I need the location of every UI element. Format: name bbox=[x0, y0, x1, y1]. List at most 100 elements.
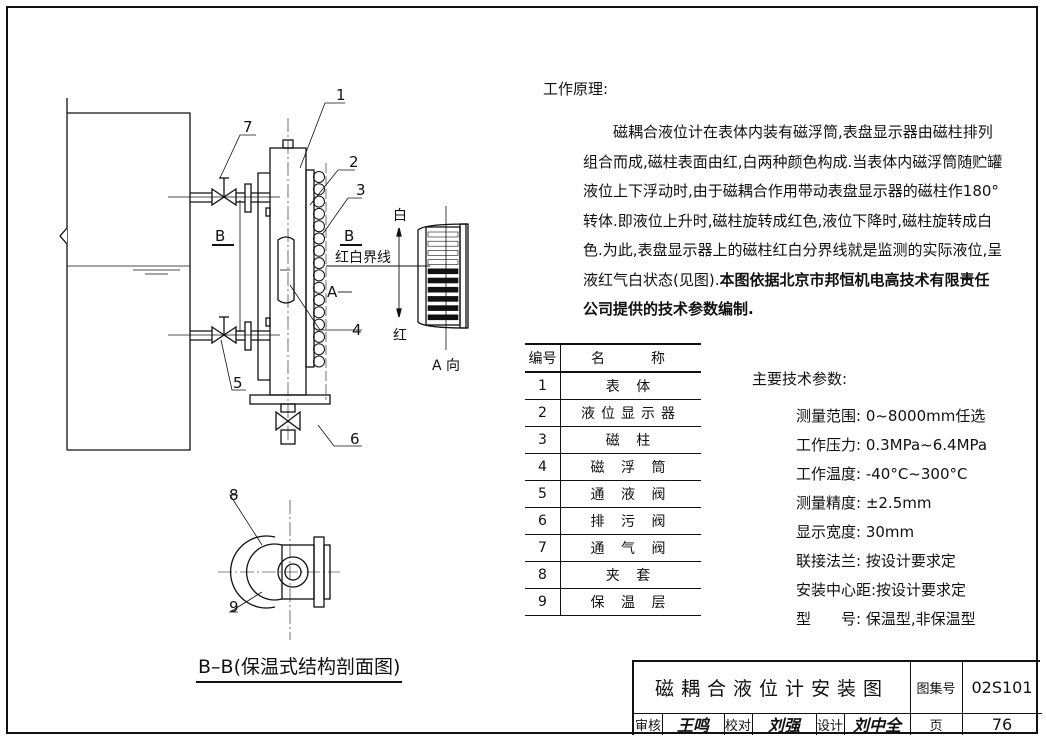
part-name: 保 温 层 bbox=[560, 588, 701, 616]
lower-pipe bbox=[168, 316, 280, 351]
magnet-ball bbox=[313, 294, 325, 306]
header-name: 名 称 bbox=[560, 343, 701, 373]
part-number: 4 bbox=[525, 453, 561, 481]
design-signature: 刘中全 bbox=[844, 713, 911, 735]
section-title: B–B(保温式结构剖面图) bbox=[196, 652, 403, 683]
magnet-ball bbox=[313, 207, 325, 220]
view-a-label: A 向 bbox=[432, 358, 460, 374]
param-item: 型 号: 保温型,非保温型 bbox=[796, 610, 976, 628]
magnet-ball bbox=[313, 306, 325, 319]
red-bar bbox=[427, 286, 459, 293]
magnet-ball bbox=[313, 195, 325, 208]
principle-title: 工作原理: bbox=[543, 80, 609, 98]
white-bar bbox=[427, 250, 459, 256]
part-number: 9 bbox=[525, 588, 561, 616]
magnet-ball bbox=[313, 281, 325, 294]
callout-7: 7 bbox=[243, 118, 253, 136]
title-block: 磁耦合液位计安装图 图集号 02S101 审核 王鸣 校对 刘强 设计 刘中全 … bbox=[632, 660, 1042, 735]
principle-source-note: 本图依据北京市邦恒机电高技术有限责任公司提供的技术参数编制. bbox=[583, 270, 990, 319]
display-a-view bbox=[417, 206, 469, 350]
principle-text: 磁耦合液位计在表体内装有磁浮筒,表盘显示器由磁柱排列组合而成,磁柱表面由红,白两… bbox=[583, 118, 1003, 325]
part-name: 通 液 阀 bbox=[560, 480, 701, 508]
principle-body: 磁耦合液位计在表体内装有磁浮筒,表盘显示器由磁柱排列组合而成,磁柱表面由红,白两… bbox=[583, 123, 1003, 289]
magnet-ball bbox=[313, 171, 325, 183]
magnet-ball bbox=[313, 269, 325, 282]
drawing-title: 磁耦合液位计安装图 bbox=[634, 662, 911, 714]
red-bar bbox=[427, 305, 459, 311]
white-bar bbox=[427, 259, 459, 265]
part-name: 排 污 阀 bbox=[560, 507, 701, 535]
param-item: 联接法兰: 按设计要求定 bbox=[796, 552, 956, 570]
drawing-frame bbox=[6, 6, 1038, 734]
callout-8: 8 bbox=[229, 486, 239, 504]
callout-1: 1 bbox=[336, 86, 346, 104]
part-number: 2 bbox=[525, 399, 561, 427]
view-a-arrow-label: A bbox=[327, 283, 338, 301]
callout-9: 9 bbox=[229, 598, 239, 616]
page-number: 76 bbox=[991, 714, 1013, 734]
check-signature: 刘强 bbox=[752, 713, 817, 735]
atlas-number: 02S101 bbox=[962, 662, 1042, 714]
callout-3: 3 bbox=[356, 181, 366, 199]
magnet-ball bbox=[313, 355, 325, 368]
callout-4: 4 bbox=[352, 321, 362, 339]
magnet-ball bbox=[313, 318, 325, 331]
part-name: 通 气 阀 bbox=[560, 534, 701, 562]
review-label: 审核 bbox=[634, 713, 663, 735]
param-item: 测量范围: 0~8000mm任选 bbox=[796, 407, 986, 425]
magnet-ball bbox=[313, 343, 325, 356]
part-number: 1 bbox=[525, 372, 561, 400]
magnet-ball bbox=[313, 220, 325, 233]
gauge-body bbox=[249, 118, 331, 445]
part-name: 液位显示器 bbox=[560, 399, 701, 427]
red-label: 红 bbox=[393, 328, 407, 344]
review-signature: 王鸣 bbox=[662, 713, 725, 735]
magnet-ball bbox=[313, 257, 325, 270]
param-item: 测量精度: ±2.5mm bbox=[796, 494, 932, 512]
header-no: 编号 bbox=[525, 343, 561, 373]
section-mark-right: B bbox=[344, 227, 354, 245]
white-label: 白 bbox=[393, 208, 407, 224]
part-number: 8 bbox=[525, 561, 561, 589]
magnet-ball bbox=[313, 244, 325, 257]
params-title: 主要技术参数: bbox=[752, 370, 848, 388]
callout-6: 6 bbox=[350, 430, 360, 448]
section-bb-view bbox=[218, 494, 340, 640]
magnet-ball bbox=[313, 232, 325, 245]
part-number: 5 bbox=[525, 480, 561, 508]
part-number: 3 bbox=[525, 426, 561, 454]
param-item: 显示宽度: 30mm bbox=[796, 523, 915, 541]
magnetic-column bbox=[305, 163, 327, 400]
param-item: 工作温度: -40°C~300°C bbox=[796, 465, 968, 483]
callout-2: 2 bbox=[349, 153, 359, 171]
red-bar bbox=[427, 296, 459, 302]
part-number: 7 bbox=[525, 534, 561, 562]
red-bar bbox=[427, 277, 459, 284]
design-label: 设计 bbox=[816, 713, 845, 735]
params-list: 测量范围: 0~8000mm任选工作压力: 0.3MPa~6.4MPa 工作温度:… bbox=[796, 402, 987, 634]
red-bar bbox=[427, 314, 459, 321]
section-mark-left: B bbox=[215, 227, 225, 245]
white-bar bbox=[427, 240, 459, 247]
part-name: 表 体 bbox=[560, 372, 701, 400]
red-bar bbox=[427, 268, 459, 275]
part-name: 磁 柱 bbox=[560, 426, 701, 454]
param-item: 安装中心距:按设计要求定 bbox=[796, 581, 967, 599]
atlas-label: 图集号 bbox=[910, 662, 963, 714]
magnet-ball bbox=[313, 183, 325, 196]
boundary-label: 红白界线 bbox=[335, 250, 391, 266]
magnet-ball bbox=[313, 330, 325, 343]
param-item: 工作压力: 0.3MPa~6.4MPa bbox=[796, 436, 988, 454]
white-bar bbox=[427, 231, 459, 238]
check-label: 校对 bbox=[724, 713, 753, 735]
